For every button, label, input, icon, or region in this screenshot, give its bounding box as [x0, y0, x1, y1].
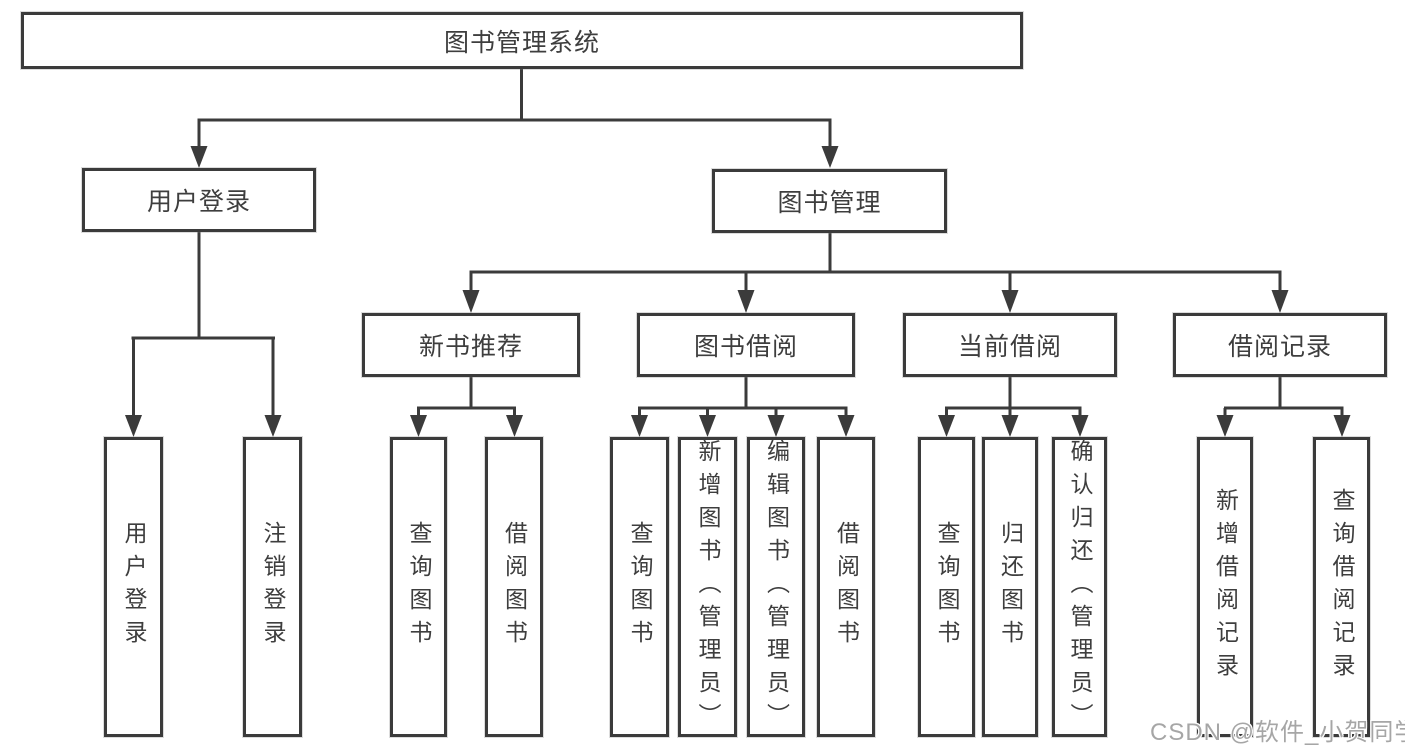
connector-borrow-record-branch: [1216, 377, 1351, 437]
connector-new-book-branch: [410, 377, 523, 437]
node-bb-query-books: 查询图书: [610, 437, 669, 737]
node-logout: 注销登录: [243, 437, 302, 737]
node-root-label: 图书管理系统: [443, 28, 600, 57]
node-bb-query-books-label: 查询图书: [627, 521, 653, 653]
node-nb-query-books: 查询图书: [390, 437, 447, 737]
node-cb-confirm-return-admin-label: 确认归还（管理员）: [1067, 438, 1093, 736]
node-br-add-record: 新增借阅记录: [1197, 437, 1253, 737]
connector-book-borrow-branch: [631, 377, 855, 437]
node-br-add-record-label: 新增借阅记录: [1212, 488, 1239, 686]
connector-root-to-level2: [190, 69, 839, 168]
node-nb-borrow-books-label: 借阅图书: [501, 521, 528, 653]
node-new-book-recommend: 新书推荐: [362, 313, 580, 377]
node-cb-return-books-label: 归还图书: [997, 521, 1024, 653]
node-br-query-record-label: 查询借阅记录: [1329, 488, 1355, 686]
connector-book-management-branch: [462, 233, 1289, 313]
node-book-borrow-label: 图书借阅: [693, 333, 798, 361]
node-logout-label: 注销登录: [260, 521, 286, 653]
node-root-system: 图书管理系统: [21, 12, 1023, 69]
node-borrow-record: 借阅记录: [1173, 313, 1387, 377]
node-current-borrow: 当前借阅: [903, 313, 1117, 377]
node-cb-return-books: 归还图书: [982, 437, 1038, 737]
node-book-management: 图书管理: [712, 169, 947, 233]
connector-user-login-branch: [125, 232, 282, 437]
node-current-borrow-label: 当前借阅: [957, 333, 1062, 361]
node-user-login-group: 用户登录: [82, 168, 316, 232]
node-bb-add-book-admin-label: 新增图书（管理员）: [695, 438, 721, 736]
node-cb-query-books-label: 查询图书: [934, 521, 960, 653]
node-nb-query-books-label: 查询图书: [406, 521, 432, 653]
node-bb-borrow-books: 借阅图书: [817, 437, 875, 737]
node-login-label: 用户登录: [121, 521, 147, 653]
node-bb-borrow-books-label: 借阅图书: [833, 521, 860, 653]
node-bb-edit-book-admin: 编辑图书（管理员）: [747, 437, 805, 737]
node-br-query-record: 查询借阅记录: [1313, 437, 1370, 737]
node-login: 用户登录: [104, 437, 163, 737]
node-borrow-record-label: 借阅记录: [1227, 333, 1332, 361]
node-bb-add-book-admin: 新增图书（管理员）: [678, 437, 737, 737]
node-bb-edit-book-admin-label: 编辑图书（管理员）: [763, 438, 790, 736]
node-user-login-group-label: 用户登录: [146, 188, 251, 216]
csdn-watermark: CSDN @软件_小贺同学: [1150, 719, 1405, 746]
connector-current-borrow-branch: [938, 377, 1089, 437]
node-book-borrow: 图书借阅: [637, 313, 855, 377]
node-cb-query-books: 查询图书: [918, 437, 975, 737]
node-nb-borrow-books: 借阅图书: [485, 437, 543, 737]
node-new-book-recommend-label: 新书推荐: [418, 333, 523, 361]
node-book-management-label: 图书管理: [777, 189, 882, 217]
node-cb-confirm-return-admin: 确认归还（管理员）: [1052, 437, 1107, 737]
